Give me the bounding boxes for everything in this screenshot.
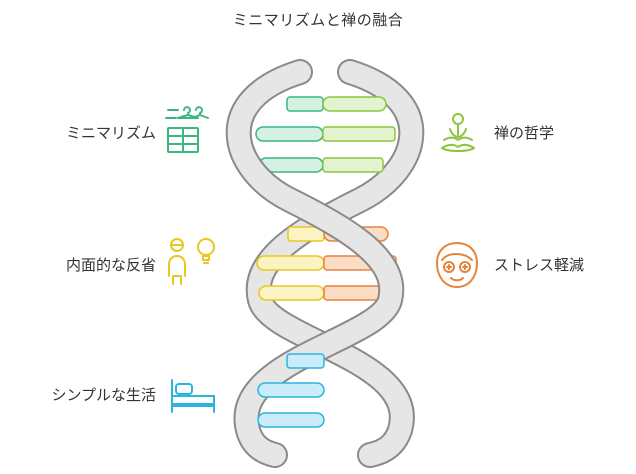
wardrobe-hangers-icon <box>165 106 209 153</box>
label-zen-philosophy: 禅の哲学 <box>494 124 555 142</box>
rung <box>286 353 325 369</box>
rung-right <box>322 126 396 142</box>
label-stress-relief: ストレス軽減 <box>494 256 585 274</box>
label-minimalism: ミニマリズム <box>65 124 156 142</box>
person-lightbulb-icon <box>168 238 215 285</box>
rung-right <box>322 96 387 112</box>
rung <box>257 412 325 428</box>
meditation-person-icon <box>441 113 475 152</box>
rungs-minimalism <box>255 96 396 173</box>
face-mask-icon <box>436 242 478 288</box>
rung-left <box>255 126 324 142</box>
rung-left <box>258 285 325 301</box>
rung-left <box>286 96 324 112</box>
diagram-title: ミニマリズムと禅の融合 <box>232 11 404 29</box>
rung-right <box>322 157 384 173</box>
label-inner-reflection: 内面的な反省 <box>65 256 156 274</box>
rung <box>257 382 325 398</box>
label-simple-life: シンプルな生活 <box>51 386 156 404</box>
rung-right <box>323 285 387 301</box>
bed-icon <box>171 379 215 413</box>
rungs-simple-life <box>257 353 325 428</box>
rung-left <box>256 255 325 271</box>
